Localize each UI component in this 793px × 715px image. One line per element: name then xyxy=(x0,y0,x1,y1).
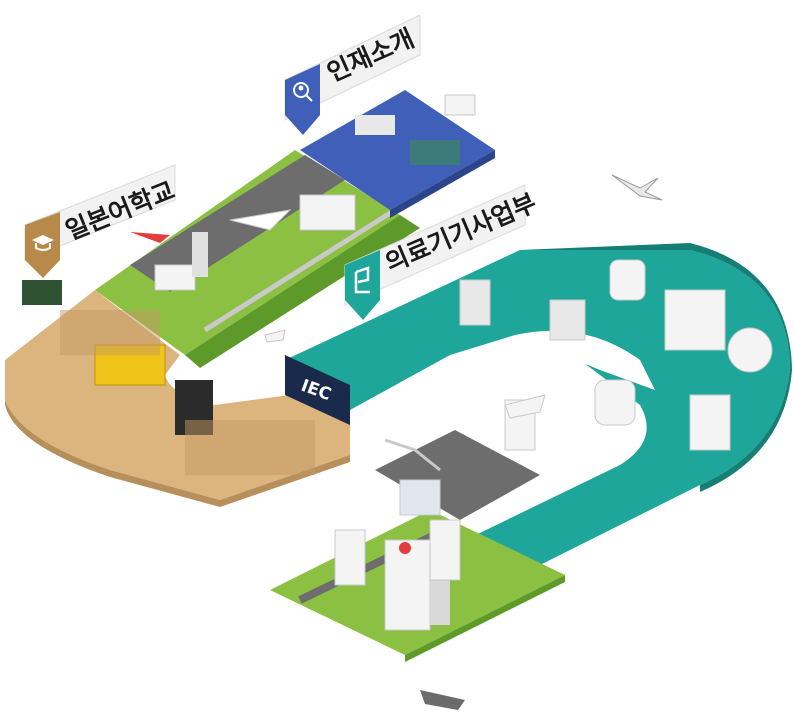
airplane-icon xyxy=(229,209,292,231)
medical-device-icon xyxy=(354,266,370,294)
chalkboard xyxy=(22,280,62,305)
decorations xyxy=(264,174,663,710)
medical-badge xyxy=(345,250,380,320)
airplane-icon-red xyxy=(130,232,170,243)
airport-buildings xyxy=(130,194,356,291)
school-badge xyxy=(25,212,60,278)
person-search-icon xyxy=(293,82,313,102)
talent-office xyxy=(355,94,476,165)
seagull-icon xyxy=(611,174,663,201)
school-furniture xyxy=(22,280,315,475)
medical-equipment xyxy=(459,259,773,451)
cruise-ship-icon xyxy=(504,394,546,419)
city-buildings xyxy=(334,479,461,631)
talent-floor xyxy=(300,90,495,218)
medical-floor xyxy=(285,243,792,575)
control-tower xyxy=(192,232,208,277)
hospital-icon xyxy=(399,542,411,554)
boat-icon xyxy=(264,329,286,343)
cargo-ship-icon xyxy=(420,690,465,710)
bridge xyxy=(384,438,441,472)
graduation-cap-icon xyxy=(32,235,54,251)
iec-sign: IEC xyxy=(285,355,350,425)
talent-badge xyxy=(285,64,320,135)
